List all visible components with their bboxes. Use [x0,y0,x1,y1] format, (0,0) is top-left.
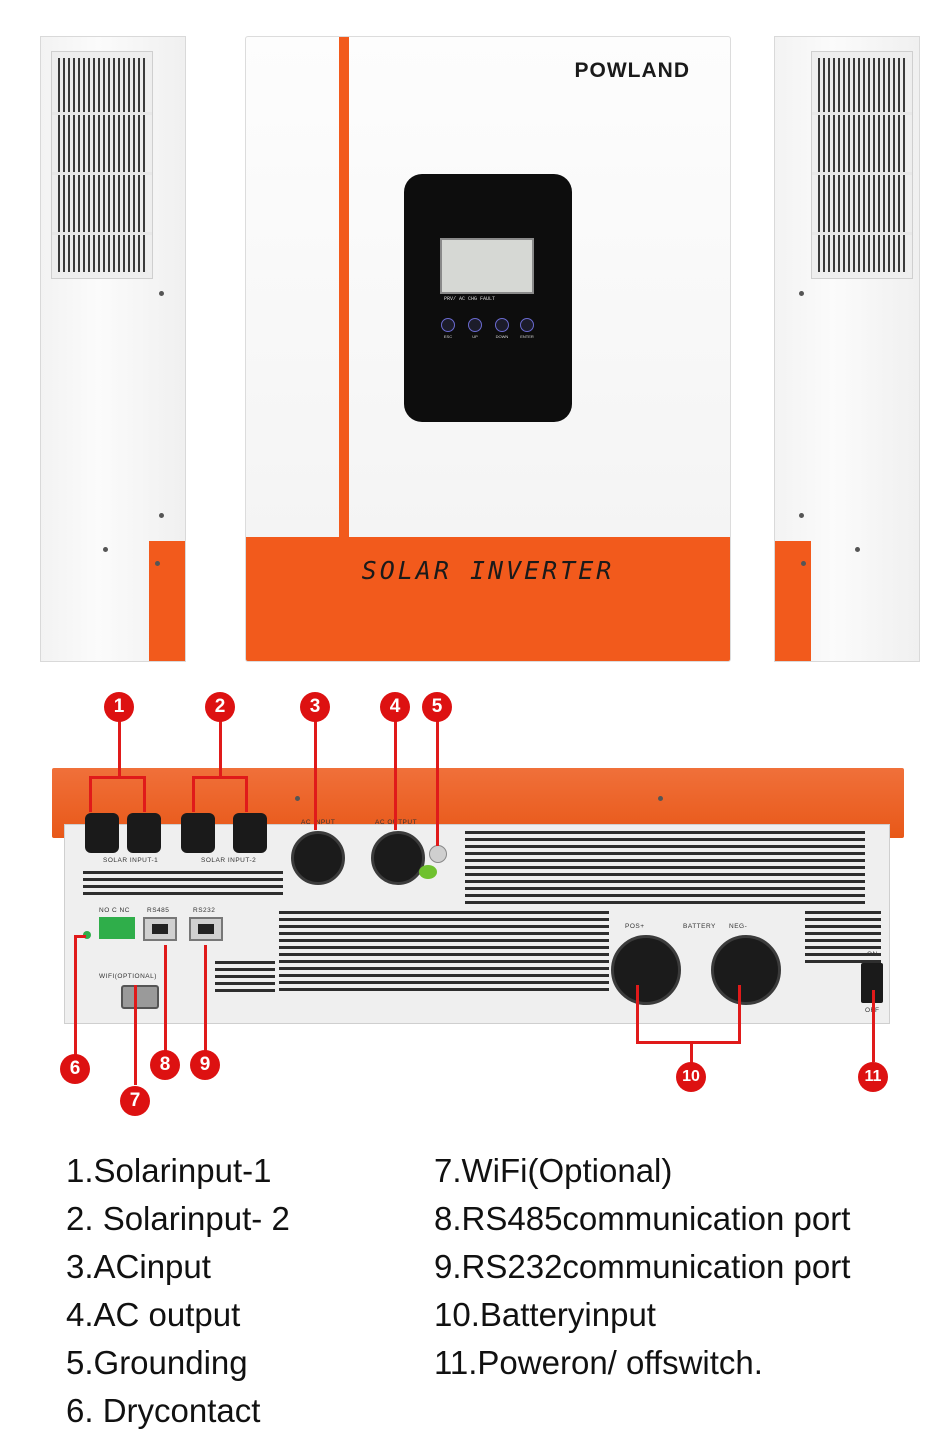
callout-badge: 7 [120,1086,150,1116]
wifi-port [121,985,159,1009]
side-vent-grille [811,51,913,279]
callout-badge: 8 [150,1050,180,1080]
callout-badge: 3 [300,692,330,722]
key-label: ENTER [520,334,534,339]
legend-item: 7.WiFi(Optional) [434,1152,673,1189]
key-label: DOWN [495,334,509,339]
callout-badge: 6 [60,1054,90,1084]
legend-item: 8.RS485communication port [434,1200,851,1237]
ac-output-socket [371,831,425,885]
enter-key[interactable] [520,318,534,332]
wifi-label: WIFI(OPTIONAL) [99,973,157,980]
control-panel: PRV/ AC CHG FAULT ESC UP DOWN ENTER [404,174,572,422]
inverter-front-view: POWLAND PRV/ AC CHG FAULT ESC UP DOWN EN… [245,36,731,662]
battery-positive-terminal [611,935,681,1005]
lcd-display [440,238,534,294]
rs485-label: RS485 [147,907,170,914]
inverter-rear-view: SOLAR INPUT-1 SOLAR INPUT-2 AC INPUT AC … [52,768,904,1028]
legend-item: 11.Poweron/ offswitch. [434,1344,763,1381]
rear-panel: SOLAR INPUT-1 SOLAR INPUT-2 AC INPUT AC … [64,813,890,1024]
legend-item: 6. Drycontact [66,1392,261,1429]
power-switch[interactable] [861,963,883,1003]
product-title: SOLAR INVERTER [361,556,615,585]
orange-stripe [339,37,349,539]
legend-item: 10.Batteryinput [434,1296,656,1333]
legend-item: 2. Solarinput- 2 [66,1200,290,1237]
dry-contact-label: NO C NC [99,907,130,914]
solar-input-2-negative [233,813,267,853]
callout-badge: 2 [205,692,235,722]
battery-neg-label: NEG- [729,923,748,930]
brand-logo: POWLAND [574,59,690,82]
solar-input-1-label: SOLAR INPUT-1 [103,857,159,864]
battery-negative-terminal [711,935,781,1005]
dry-contact-screw [83,931,91,939]
side-vent-grille [51,51,153,279]
ground-screw [429,845,447,863]
callout-badge: 11 [858,1062,888,1092]
esc-key[interactable] [441,318,455,332]
ground-sticker [419,865,437,879]
down-key[interactable] [495,318,509,332]
left-side-view [40,36,186,662]
key-label: UP [472,334,478,339]
legend-item: 1.Solarinput-1 [66,1152,272,1189]
legend-item: 9.RS232communication port [434,1248,851,1285]
side-orange-base [775,541,811,661]
rs485-port [143,917,177,941]
legend-item: 5.Grounding [66,1344,248,1381]
callout-badge: 5 [422,692,452,722]
battery-pos-label: POS+ [625,923,645,930]
side-orange-base [149,541,185,661]
callout-badge: 10 [676,1062,706,1092]
solar-input-1-negative [127,813,161,853]
solar-input-2-positive [181,813,215,853]
rs232-label: RS232 [193,907,216,914]
orange-band [246,537,730,661]
ac-input-socket [291,831,345,885]
callout-badge: 9 [190,1050,220,1080]
on-label: ON [867,951,878,958]
solar-input-2-label: SOLAR INPUT-2 [201,857,257,864]
battery-label: BATTERY [683,923,716,930]
status-leds: PRV/ AC CHG FAULT [444,296,496,302]
key-label: ESC [443,334,453,339]
legend-item: 3.ACinput [66,1248,211,1285]
dry-contact-terminal [99,917,135,939]
ac-input-label: AC INPUT [301,819,336,826]
right-side-view [774,36,920,662]
callout-badge: 4 [380,692,410,722]
callout-badge: 1 [104,692,134,722]
legend-item: 4.AC output [66,1296,241,1333]
solar-input-1-positive [85,813,119,853]
rs232-port [189,917,223,941]
up-key[interactable] [468,318,482,332]
